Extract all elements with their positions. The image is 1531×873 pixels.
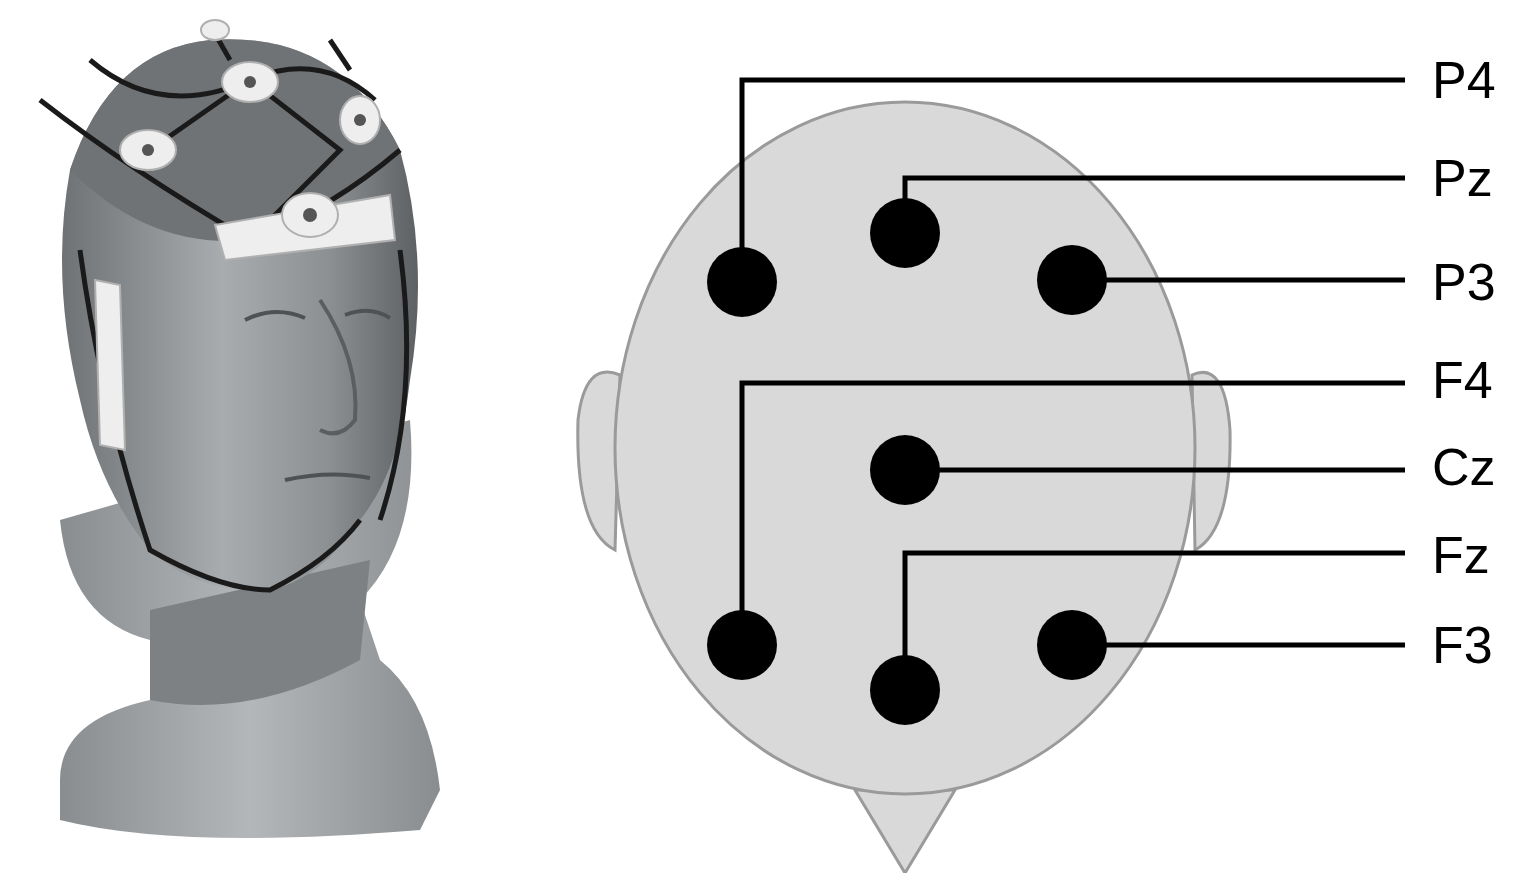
electrode-label: Fz (1432, 525, 1490, 585)
electrode-dot (707, 198, 1107, 725)
electrode-label: F3 (1432, 615, 1493, 675)
head-outline (578, 102, 1230, 873)
electrode-label: P3 (1432, 252, 1496, 312)
electrode-label: Cz (1432, 437, 1496, 497)
leader-line (742, 80, 1405, 690)
electrode-label: Pz (1432, 148, 1493, 208)
electrode-label: P4 (1432, 50, 1496, 110)
electrode-label: F4 (1432, 350, 1493, 410)
mannequin-photo (40, 20, 440, 838)
